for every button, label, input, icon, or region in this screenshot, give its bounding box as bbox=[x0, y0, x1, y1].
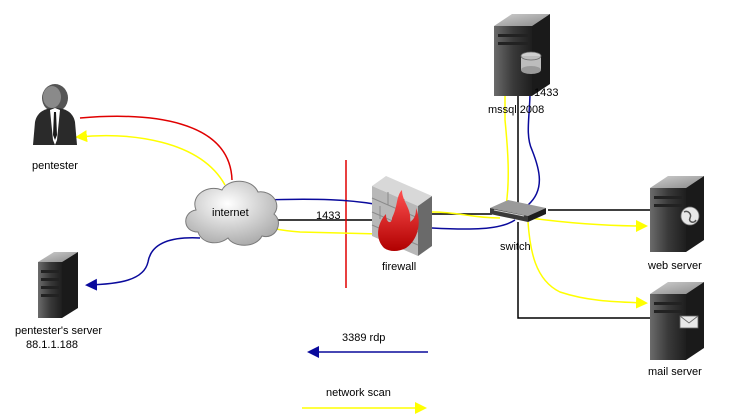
yellow-link-firewall-switch bbox=[431, 211, 501, 219]
legend-rdp-label: 3389 rdp bbox=[342, 332, 385, 344]
pentester-server-label: pentester's server bbox=[15, 325, 102, 337]
internet-node[interactable]: internet bbox=[185, 180, 279, 246]
cloud-icon bbox=[185, 180, 279, 246]
pentester-node[interactable]: pentester bbox=[32, 84, 78, 172]
yellow-link-switch-webserver bbox=[529, 217, 648, 232]
mail-server-node[interactable]: mail server bbox=[648, 282, 704, 378]
person-icon bbox=[33, 84, 77, 145]
legend-scan-label: network scan bbox=[326, 387, 391, 399]
web-server-label: web server bbox=[647, 260, 702, 272]
firewall-node[interactable]: firewall bbox=[371, 176, 432, 273]
yellow-link-switch-mailserver bbox=[527, 221, 648, 309]
firewall-icon bbox=[371, 176, 432, 256]
legend-rdp: 3389 rdp bbox=[307, 332, 428, 358]
switch-label: switch bbox=[500, 241, 531, 253]
blue-link-switch-mssql bbox=[527, 91, 541, 206]
mail-server-label: mail server bbox=[648, 366, 702, 378]
server-icon bbox=[38, 252, 78, 318]
internet-label: internet bbox=[212, 207, 249, 219]
web-server-node[interactable]: web server bbox=[647, 176, 704, 272]
mssql-node[interactable]: mssql 2008 bbox=[488, 14, 550, 116]
yellow-link-switch-mssql bbox=[504, 96, 509, 207]
red-link-pentester-internet bbox=[79, 115, 233, 181]
yellow-link-internet-pentester bbox=[75, 130, 226, 186]
legend: 3389 rdp network scan bbox=[302, 332, 428, 414]
mail-server-icon bbox=[650, 282, 704, 360]
blue-link-internet-pentester-server bbox=[85, 237, 201, 291]
wire-switch-mailserver bbox=[517, 222, 650, 319]
firewall-port-label: 1433 bbox=[316, 210, 340, 222]
pentester-label: pentester bbox=[32, 160, 78, 172]
legend-scan: network scan bbox=[302, 387, 427, 414]
switch-icon bbox=[490, 200, 546, 222]
pentester-server-ip: 88.1.1.188 bbox=[26, 339, 78, 351]
connections bbox=[75, 91, 650, 319]
web-server-icon bbox=[650, 176, 704, 252]
flame-icon bbox=[378, 190, 419, 251]
firewall-label: firewall bbox=[382, 261, 416, 273]
pentester-server-node[interactable]: pentester's server 88.1.1.188 bbox=[15, 252, 102, 351]
mssql-label: mssql 2008 bbox=[488, 104, 544, 116]
blue-link-internet-switch bbox=[261, 198, 375, 205]
envelope-icon bbox=[679, 315, 699, 329]
mssql-port-label: 1433 bbox=[534, 87, 558, 99]
database-server-icon bbox=[494, 14, 550, 96]
switch-node[interactable]: switch bbox=[490, 200, 546, 253]
blue-link-firewall-switch bbox=[431, 219, 516, 230]
